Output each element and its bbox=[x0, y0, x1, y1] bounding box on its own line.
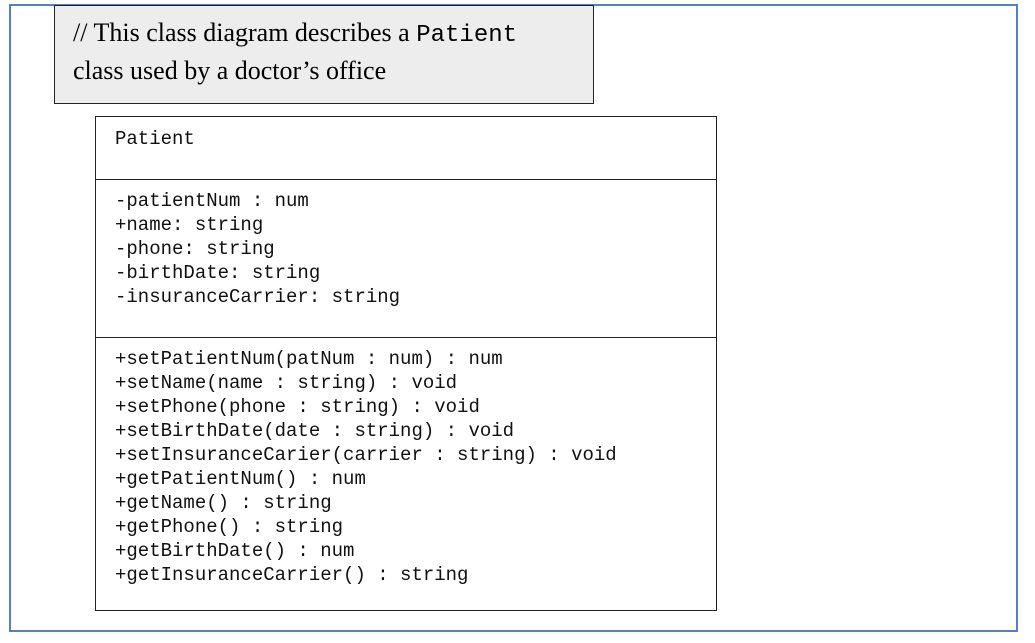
method: +getName() : string bbox=[115, 492, 332, 514]
attribute: -insuranceCarrier: string bbox=[115, 286, 401, 308]
comment-line-1: // This class diagram describes a Patien… bbox=[73, 15, 593, 53]
method: +getBirthDate() : num bbox=[115, 540, 355, 562]
class-name-compartment: Patient bbox=[96, 117, 716, 180]
method: +setPhone(phone : string) : void bbox=[115, 396, 480, 418]
class-name: Patient bbox=[115, 128, 195, 150]
method: +setBirthDate(date : string) : void bbox=[115, 420, 515, 442]
attribute: -patientNum : num bbox=[115, 190, 309, 212]
method: +setInsuranceCarier(carrier : string) : … bbox=[115, 444, 617, 466]
method: +getInsuranceCarrier() : string bbox=[115, 564, 469, 586]
uml-class-box: Patient -patientNum : num +name: string … bbox=[95, 116, 717, 611]
comment-class-name: Patient bbox=[416, 22, 518, 49]
attribute: +name: string bbox=[115, 214, 264, 236]
attribute: -phone: string bbox=[115, 238, 275, 260]
method: +setName(name : string) : void bbox=[115, 372, 458, 394]
method: +setPatientNum(patNum : num) : num bbox=[115, 348, 503, 370]
method: +getPhone() : string bbox=[115, 516, 344, 538]
attributes-compartment: -patientNum : num +name: string -phone: … bbox=[96, 180, 716, 338]
comment-note: // This class diagram describes a Patien… bbox=[54, 5, 594, 104]
method: +getPatientNum() : num bbox=[115, 468, 366, 490]
comment-text: // This class diagram describes a bbox=[73, 18, 417, 47]
attribute: -birthDate: string bbox=[115, 262, 321, 284]
comment-line-2: class used by a doctor’s office bbox=[73, 56, 387, 85]
methods-compartment: +setPatientNum(patNum : num) : num +setN… bbox=[96, 338, 716, 587]
